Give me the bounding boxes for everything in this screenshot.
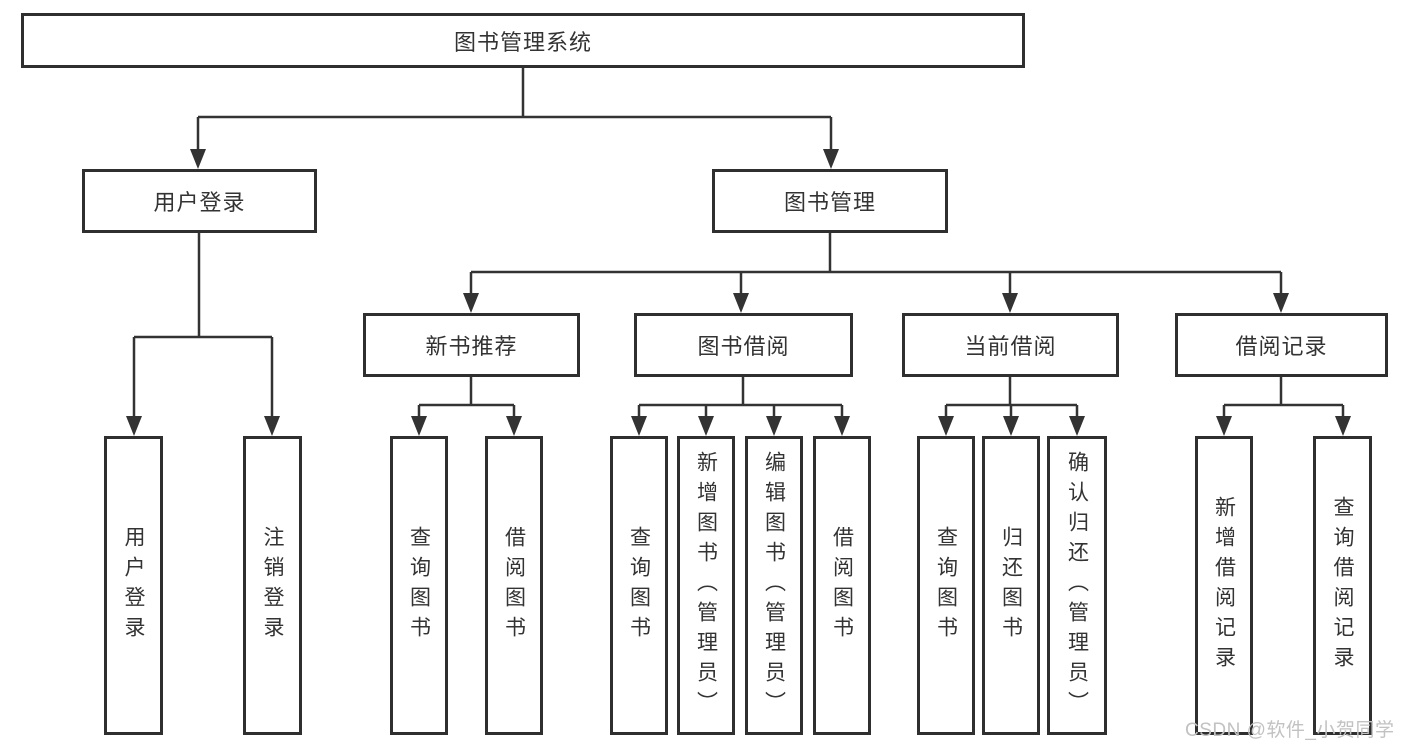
node-user-login: 用户登录 [82,169,317,233]
connector-user-login-children [126,233,280,436]
connector-book-borrow-children [631,377,850,436]
node-new-book-recommend: 新书推荐 [363,313,580,377]
leaf-query-books-recommend: 查询图书 [390,436,448,735]
leaf-query-books-current: 查询图书 [917,436,975,735]
leaf-confirm-return-admin: 确认归还（管理员） [1047,436,1107,735]
csdn-watermark: CSDN @软件_小贺同学 [1185,720,1395,741]
leaf-logout: 注销登录 [243,436,302,735]
leaf-borrow-books: 借阅图书 [813,436,871,735]
leaf-return-book: 归还图书 [982,436,1040,735]
connector-root-to-level2 [190,68,839,169]
leaf-user-login: 用户登录 [104,436,163,735]
leaf-borrow-books-recommend: 借阅图书 [485,436,543,735]
node-borrow-records: 借阅记录 [1175,313,1388,377]
connector-book-management-children [463,232,1289,313]
leaf-query-borrow-record: 查询借阅记录 [1313,436,1372,735]
connector-current-borrow-children [938,377,1085,436]
connector-new-book-recommend-children [411,377,522,436]
node-book-borrow: 图书借阅 [634,313,853,377]
leaf-edit-book-admin: 编辑图书（管理员） [745,436,803,735]
node-root-book-management-system: 图书管理系统 [21,13,1025,68]
node-book-management: 图书管理 [712,169,948,233]
leaf-add-book-admin: 新增图书（管理员） [677,436,735,735]
leaf-query-books-borrow: 查询图书 [610,436,668,735]
leaf-add-borrow-record: 新增借阅记录 [1195,436,1253,735]
connector-borrow-records-children [1216,377,1351,436]
node-current-borrow: 当前借阅 [902,313,1119,377]
